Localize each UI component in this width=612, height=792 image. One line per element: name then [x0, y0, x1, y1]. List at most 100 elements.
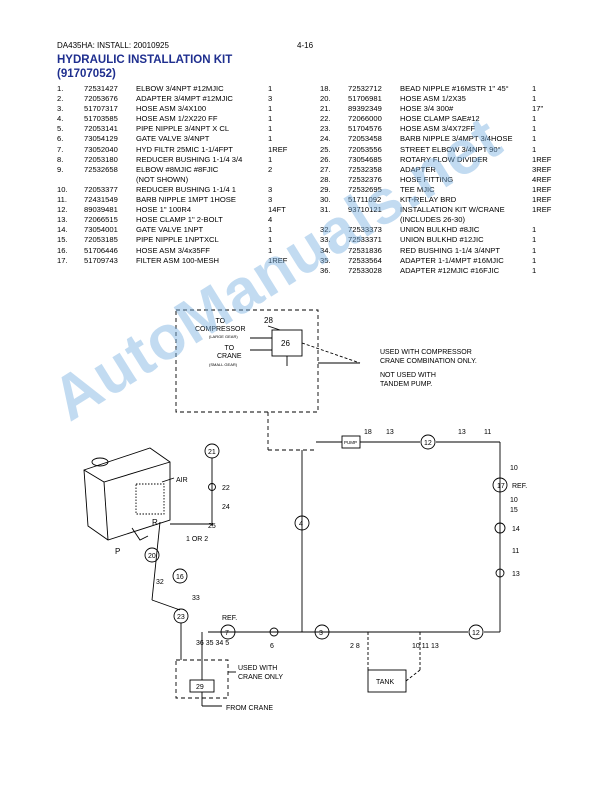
parts-n: 8. [57, 154, 64, 164]
svg-text:12: 12 [472, 630, 480, 637]
parts-qty: 1 [532, 84, 537, 93]
parts-part: 51707317 [84, 104, 118, 114]
parts-desc: HYD FILTR 25MIC 1-1/4FPT [136, 144, 233, 154]
parts-desc: GATE VALVE 1NPT [136, 225, 204, 235]
parts-qty: 1 [532, 245, 537, 255]
parts-desc: STREET ELBOW 3/4NPT 90° [400, 144, 501, 154]
compressor-note: USED WITH COMPRESSOR CRANE COMBINATION O… [380, 349, 477, 365]
parts-part: 89392349 [348, 104, 382, 114]
callout-16 [172, 568, 188, 584]
parts-qty: 1 [268, 245, 273, 255]
ref-label-17: REF. [512, 483, 527, 490]
parts-desc: HOSE ASM 3/4X72FF [400, 124, 476, 134]
parts-part: 72531427 [84, 84, 118, 93]
parts-desc: RED BUSHING 1-1/4 3/4NPT [400, 245, 501, 255]
label-10b: 10 [510, 497, 518, 504]
from-crane-label: FROM CRANE [226, 705, 273, 712]
kit-number: (91707052) [57, 68, 116, 80]
parts-desc: HOSE CLAMP 1" 2-BOLT [136, 215, 223, 225]
parts-part: 51703585 [84, 114, 118, 124]
parts-desc: (NOT SHOWN) [136, 174, 189, 184]
parts-part: 93710121 [348, 205, 382, 215]
parts-list-row: (INCLUDES 26-30) [320, 215, 560, 225]
parts-desc: (INCLUDES 26-30) [400, 215, 465, 225]
label-18: 18 [364, 429, 372, 436]
parts-desc: ROTARY FLOW DIVIDER [400, 154, 488, 164]
parts-qty: 1 [532, 114, 537, 124]
label-28: 28 [264, 316, 273, 325]
gate-valve-14 [494, 522, 506, 534]
parts-n: 21. [320, 104, 331, 114]
parts-desc: UNION BULKHD #8JIC [400, 225, 480, 235]
parts-part: 72053676 [84, 94, 118, 104]
parts-desc: HOSE ASM 1/2X220 FF [136, 114, 218, 124]
parts-part: 73054001 [84, 225, 118, 235]
parts-desc: HOSE CLAMP SAE#12 [400, 114, 480, 124]
parts-qty: 1 [532, 235, 537, 245]
parts-n: 1. [57, 84, 64, 93]
parts-part: 72531836 [348, 245, 382, 255]
label-13c: 13 [512, 571, 520, 578]
parts-qty: 1 [268, 225, 273, 235]
label-6: 6 [270, 643, 274, 650]
callout-12-bottom [468, 624, 484, 640]
parts-n: 22. [320, 114, 331, 124]
parts-part: 73054129 [84, 134, 118, 144]
parts-n: 25. [320, 144, 331, 154]
parts-part: 72431549 [84, 195, 118, 205]
document-id: DA435HA: INSTALL: 20010925 [57, 41, 169, 50]
parts-qty: 4REF [532, 174, 552, 184]
parts-n: 27. [320, 164, 331, 174]
parts-part: 72066515 [84, 215, 118, 225]
compressor-combination-box [175, 309, 319, 413]
parts-n: 17. [57, 255, 68, 265]
parts-desc: PIPE NIPPLE 1NPTXCL [136, 235, 219, 245]
parts-part: 72533371 [348, 235, 382, 245]
parts-n: 3. [57, 104, 64, 114]
svg-text:3: 3 [319, 630, 323, 637]
parts-part: 72053458 [348, 134, 382, 144]
callout-20 [144, 547, 160, 563]
parts-n: 34. [320, 245, 331, 255]
svg-text:4: 4 [299, 521, 303, 528]
label-14: 14 [512, 526, 520, 533]
parts-qty: 1 [268, 84, 273, 93]
parts-qty: 1 [268, 124, 273, 134]
parts-part: 72053377 [84, 184, 118, 194]
parts-qty: 1 [268, 104, 273, 114]
parts-qty: 3 [268, 195, 273, 205]
parts-part: 51706981 [348, 94, 382, 104]
parts-list-row: (NOT SHOWN) [57, 175, 307, 185]
ref-label-7: REF. [222, 615, 237, 622]
parts-desc: PIPE NIPPLE 3/4NPT X CL [136, 124, 230, 134]
parts-qty: 3 [268, 94, 273, 104]
parts-desc: ADAPTER 3/4MPT #12MJIC [136, 94, 233, 104]
parts-qty: 1REF [532, 154, 552, 164]
svg-text:17: 17 [497, 483, 505, 490]
parts-qty: 1 [532, 225, 537, 235]
label-15: 15 [510, 507, 518, 514]
parts-part: 72053556 [348, 144, 382, 154]
parts-n: 2. [57, 94, 64, 104]
callout-12-top [420, 434, 436, 450]
parts-n: 6. [57, 134, 64, 144]
tandem-note: NOT USED WITH TANDEM PUMP. [380, 372, 436, 388]
label-10-11-13: 10 11 13 [412, 643, 439, 650]
